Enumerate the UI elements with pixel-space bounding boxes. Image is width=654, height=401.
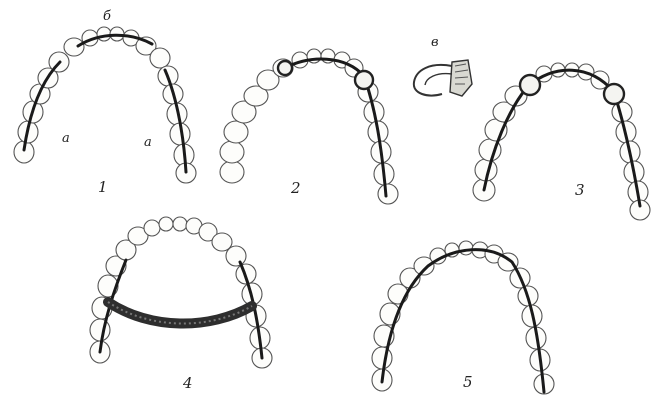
label-a-left: а bbox=[62, 131, 70, 146]
tooth-outline bbox=[220, 161, 244, 183]
clasp-detail: в bbox=[414, 35, 472, 96]
tooth-outline bbox=[459, 241, 473, 255]
arch-3-clasp-right bbox=[604, 84, 624, 104]
figure-label-2: 2 bbox=[290, 179, 301, 197]
arch-5-teeth bbox=[372, 241, 554, 394]
arch-1: а а б 1 bbox=[14, 9, 196, 196]
arch-2-teeth bbox=[220, 49, 398, 204]
clasp-arm-outer bbox=[414, 65, 452, 96]
arch-3-teeth bbox=[473, 63, 650, 220]
arch-2: 2 bbox=[220, 49, 398, 204]
tooth-outline bbox=[159, 217, 173, 231]
tooth-outline bbox=[378, 184, 398, 204]
arch-4: 4 bbox=[90, 217, 272, 392]
arch-3-clasp-left bbox=[520, 75, 540, 95]
figure-label-1: 1 bbox=[98, 178, 108, 196]
tooth-outline bbox=[224, 121, 248, 143]
arch-5: 5 bbox=[372, 241, 554, 394]
clasp-arm-inner bbox=[425, 74, 452, 85]
figure-label-5: 5 bbox=[463, 373, 473, 391]
arch-4-lingual-bar bbox=[108, 302, 252, 324]
arch-4-teeth bbox=[90, 217, 272, 368]
tooth-outline bbox=[220, 141, 244, 163]
tooth-outline bbox=[64, 38, 84, 56]
figure-label-3: 3 bbox=[575, 181, 585, 199]
tooth-outline bbox=[150, 48, 170, 68]
arch-2-clasp-right bbox=[355, 71, 373, 89]
tooth-outline bbox=[372, 347, 392, 369]
label-v: в bbox=[431, 35, 439, 50]
arch-1-teeth bbox=[14, 27, 196, 183]
tooth-outline bbox=[144, 220, 160, 236]
tooth-outline bbox=[97, 27, 111, 41]
figure-label-4: 4 bbox=[182, 374, 193, 392]
tooth-outline bbox=[226, 246, 246, 266]
label-b: б bbox=[103, 9, 111, 24]
label-a-right: а bbox=[144, 135, 152, 150]
tooth-outline bbox=[173, 217, 187, 231]
arch-3: 3 bbox=[473, 63, 650, 220]
arch-2-clasp-left bbox=[278, 61, 292, 75]
